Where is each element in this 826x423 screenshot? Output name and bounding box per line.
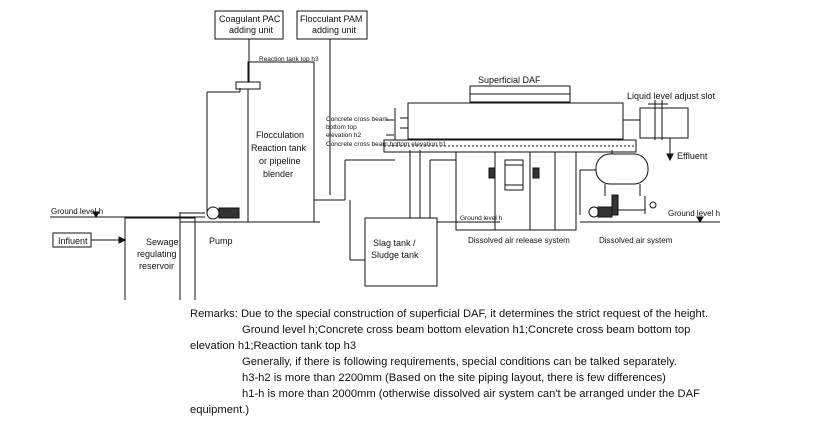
concrete-beam-h2-label-3: elevation h2 bbox=[326, 132, 361, 139]
effluent-label: Effluent bbox=[677, 151, 708, 161]
concrete-beam-h1-label: Concrete cross beam bottom elevation h1 bbox=[326, 141, 447, 148]
ground-level-mid-label: Ground level h bbox=[460, 215, 503, 222]
concrete-beam-h2-label-1: Concrete cross beam bbox=[326, 116, 388, 123]
flocculant-pam-label-1: Flocculant PAM bbox=[300, 14, 362, 24]
remarks-line-7: equipment.) bbox=[190, 404, 250, 416]
dissolved-air-system-label: Dissolved air system bbox=[599, 236, 673, 245]
sewage-reservoir bbox=[124, 217, 196, 300]
superficial-daf-label: Superficial DAF bbox=[478, 75, 541, 85]
remarks-line-4: Generally, if there is following require… bbox=[242, 356, 677, 368]
remarks-line-5: h3-h2 is more than 2200mm (Based on the … bbox=[242, 372, 666, 384]
daf-process-diagram: Coagulant PAC adding unit Flocculant PAM… bbox=[50, 10, 720, 300]
flocculation-label-2: Reaction tank bbox=[251, 143, 307, 153]
dissolved-air-release-system bbox=[455, 151, 577, 231]
pump-symbol bbox=[206, 206, 220, 220]
sewage-label-1: Sewage bbox=[146, 237, 179, 247]
flocculation-label-3: or pipeline bbox=[259, 156, 301, 166]
flocculation-label-1: Flocculation bbox=[256, 130, 304, 140]
ground-level-right-label: Ground level h bbox=[668, 209, 720, 218]
coagulant-pac-label-2: adding unit bbox=[229, 25, 274, 35]
remarks-line-6: h1-h is more than 2000mm (otherwise diss… bbox=[242, 388, 700, 400]
ground-level-left-label: Ground level h bbox=[51, 207, 103, 216]
remarks-line-1: Remarks: Due to the special construction… bbox=[190, 308, 708, 320]
sewage-label-2: regulating bbox=[137, 249, 177, 259]
remarks-line-2: Ground level h;Concrete cross beam botto… bbox=[242, 324, 691, 336]
dissolved-air-tank bbox=[595, 153, 649, 185]
slag-tank-label-1: Slag tank / bbox=[373, 238, 416, 248]
slag-tank-label-2: Sludge tank bbox=[371, 250, 419, 260]
superficial-daf-body bbox=[407, 102, 624, 140]
reaction-tank-top-label: Reaction tank top h3 bbox=[259, 56, 319, 63]
dissolved-air-release-label: Dissolved air release system bbox=[468, 236, 570, 245]
flocculation-label-4: blender bbox=[263, 169, 293, 179]
coagulant-pac-label-1: Coagulant PAC bbox=[219, 14, 281, 24]
concrete-beam-h2-label-2: bottom top bbox=[326, 124, 357, 131]
remarks-block: Remarks: Due to the special construction… bbox=[190, 306, 800, 418]
influent-label: Influent bbox=[58, 236, 88, 246]
flocculant-pam-box bbox=[296, 10, 368, 40]
slag-tank bbox=[364, 217, 438, 287]
flocculant-pam-label-2: adding unit bbox=[312, 25, 357, 35]
sewage-label-3: reservoir bbox=[139, 261, 174, 271]
remarks-line-3: elevation h1;Reaction tank top h3 bbox=[190, 340, 357, 352]
liquid-level-adjust-slot bbox=[639, 107, 689, 139]
liquid-level-adjust-slot-label: Liquid level adjust slot bbox=[627, 91, 716, 101]
pump-label: Pump bbox=[209, 236, 233, 246]
